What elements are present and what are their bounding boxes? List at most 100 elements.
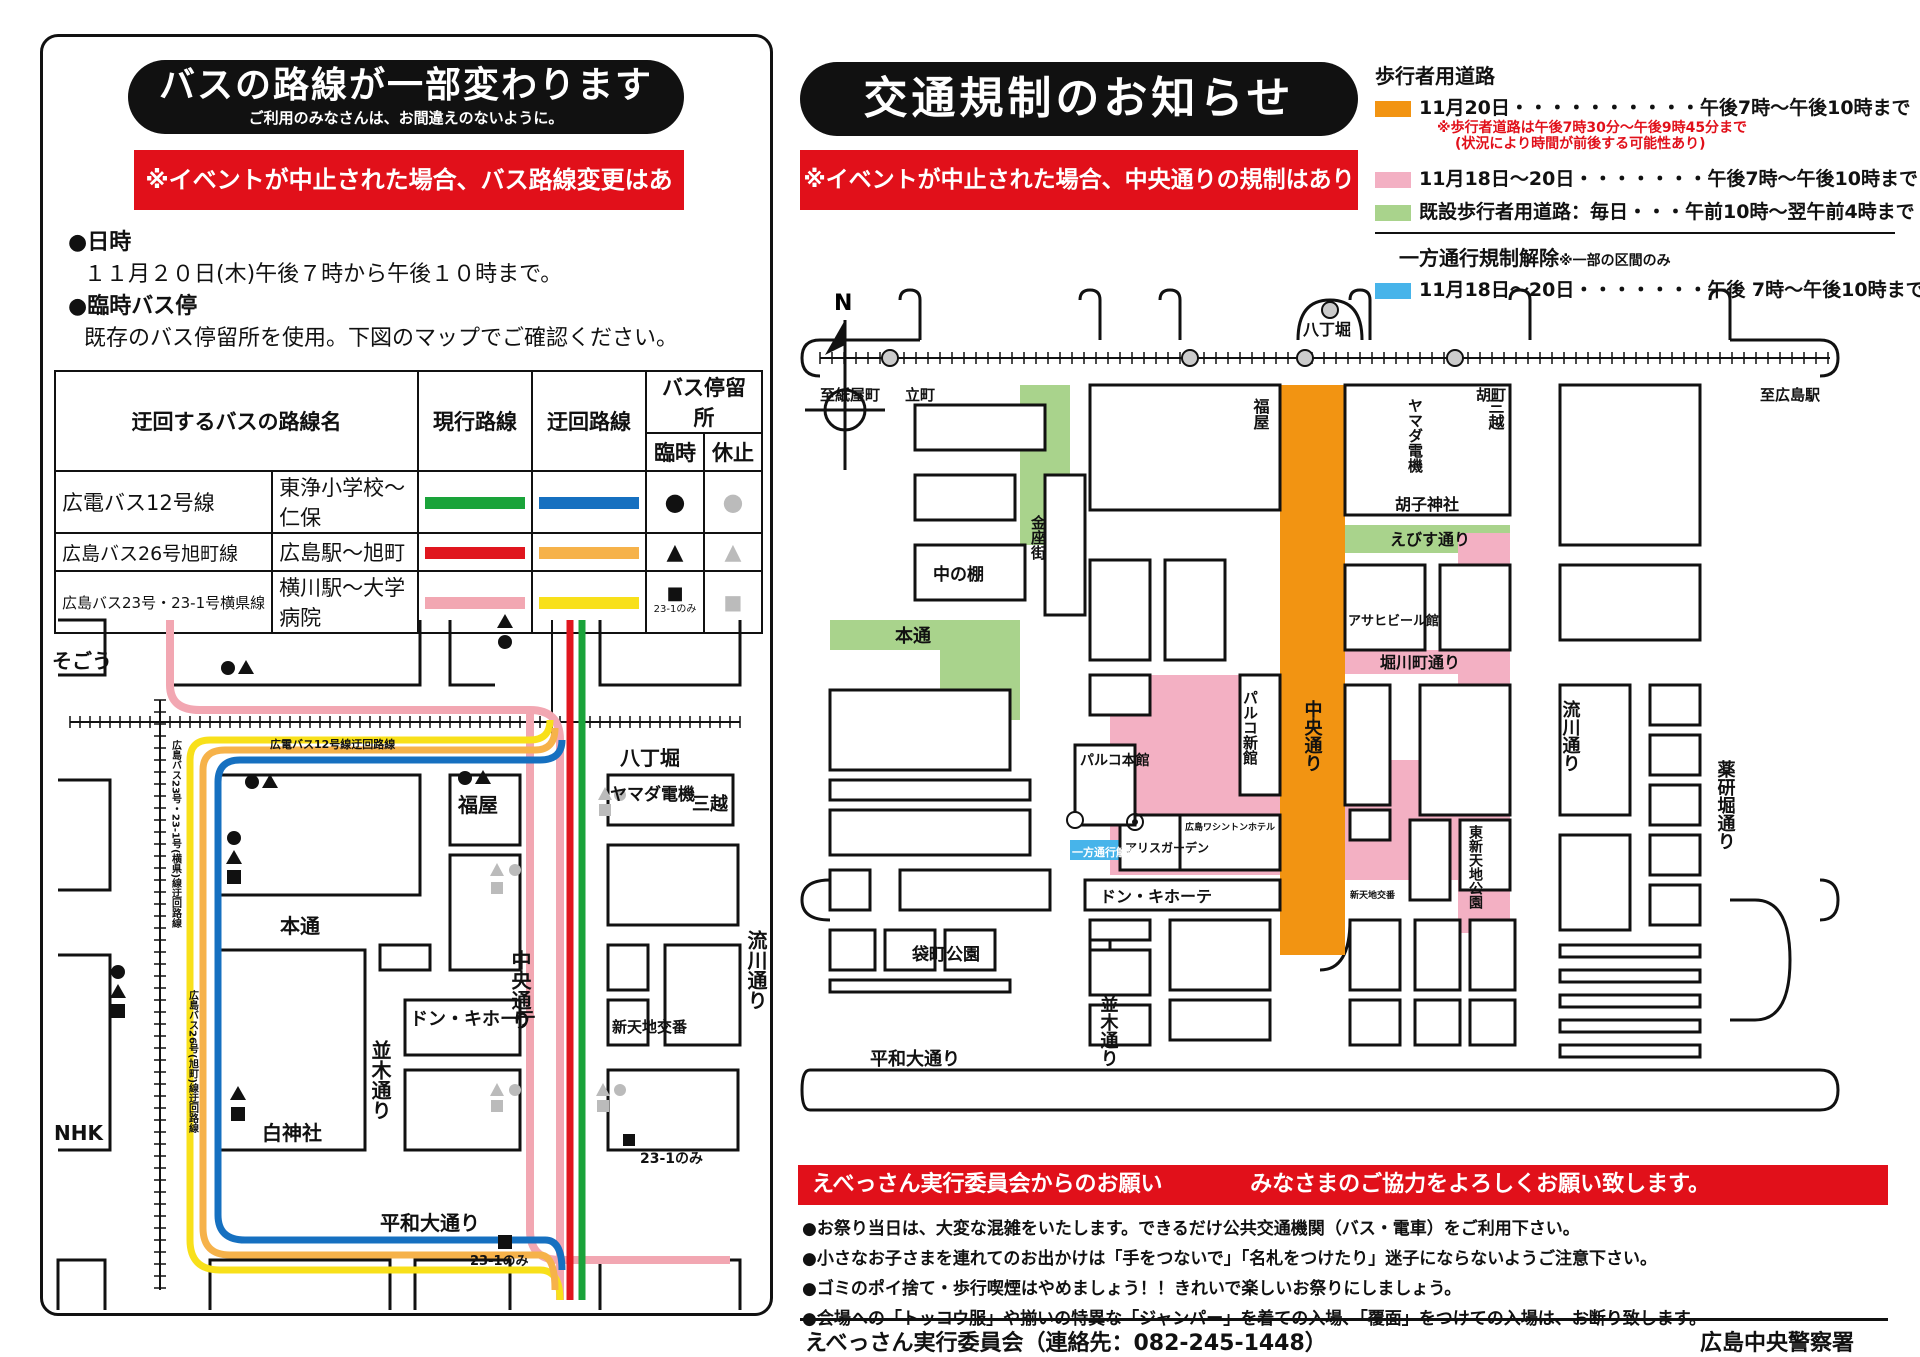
map-block bbox=[1088, 558, 1152, 662]
map-label-hondori: 本通 bbox=[895, 625, 931, 647]
chuo-dori-pedestrian-road bbox=[1280, 385, 1345, 955]
closed-stop-square-icon bbox=[599, 804, 611, 816]
map-block bbox=[913, 543, 1027, 602]
route-23-detour bbox=[186, 719, 564, 1301]
legend-text: 11月18日～20日・・・・・・・午後7時～午後10時まで bbox=[1419, 168, 1918, 190]
map-label-washington: 広島ワシントンホテル bbox=[1185, 821, 1275, 833]
bus-subtitle: ご利用のみなさんは、お間違えのないように。 bbox=[248, 109, 564, 127]
map-label-mitsukoshi: 三越 bbox=[1486, 398, 1506, 431]
map-block bbox=[1088, 918, 1152, 942]
map-block bbox=[828, 778, 1032, 802]
route-line: 広電バス12号線 bbox=[53, 470, 274, 534]
legend-oneway-heading: 一方通行規制解除※一部の区間のみ bbox=[1375, 242, 1895, 271]
map-label-mitsukoshi: 三越 bbox=[692, 793, 729, 815]
oneway-note: ※一部の区間のみ bbox=[1559, 253, 1671, 269]
map-label-yamada: ヤマダ電機 bbox=[1406, 398, 1424, 474]
bus-route-panel bbox=[40, 34, 773, 1316]
table-row: 広島バス23号・23-1号横県線 横川駅～大学病院 ■ 23-1のみ ■ bbox=[53, 570, 763, 634]
map-block bbox=[1168, 918, 1272, 992]
map-road bbox=[898, 288, 922, 340]
map-block bbox=[1088, 673, 1152, 717]
map-road bbox=[1158, 288, 1182, 340]
footer-police: 広島中央警察署 bbox=[1700, 1331, 1855, 1356]
map-block bbox=[943, 928, 997, 972]
map-road bbox=[1730, 338, 1840, 378]
map-label-nhk: NHK bbox=[54, 1121, 104, 1145]
map-block bbox=[1348, 918, 1402, 992]
map-road bbox=[1708, 288, 1732, 340]
legend-text: 11月18日～20日・・・・・・・午後 7時～午後10時まで bbox=[1419, 279, 1920, 301]
map-block bbox=[1558, 1018, 1702, 1034]
legend-heading: 歩行者用道路 bbox=[1375, 64, 1495, 88]
temp-stop-circle-icon bbox=[221, 661, 235, 675]
map-label-nagarekawa: 流川通り bbox=[1560, 699, 1582, 772]
map-label-namiki: 並木通り bbox=[368, 1039, 392, 1120]
closed-stop-square-icon bbox=[491, 882, 503, 894]
detour-line-swatch bbox=[539, 547, 639, 559]
traffic-regulation-map: N bbox=[800, 288, 1840, 1112]
map-label-kinza: 金座街 bbox=[1029, 514, 1047, 561]
map-label-route23: 広島バス23号・23-1号(横県)線迂回路線 bbox=[170, 739, 182, 929]
map-block bbox=[606, 943, 650, 992]
route-12-detour bbox=[214, 739, 566, 1271]
map-block bbox=[208, 1258, 392, 1310]
map-block bbox=[1413, 998, 1462, 1047]
bus-title-banner: バスの路線が一部変わります ご利用のみなさんは、お間違えのないように。 bbox=[128, 60, 684, 134]
map-block bbox=[1083, 878, 1282, 912]
bus-detour-map: そごう NHK 八丁堀 福屋 ヤマダ電機 三越 本通 白神社 平和大通り ドン・… bbox=[52, 614, 768, 1310]
tram-ticks bbox=[69, 699, 741, 1289]
map-road bbox=[800, 878, 831, 922]
request-bar-left: えべっさん実行委員会からのお願い bbox=[812, 1172, 1163, 1197]
map-label-oneway-lift: 一方通行解除 bbox=[1072, 845, 1139, 859]
legend-item: 11月18日～20日・・・・・・・午後7時～午後10時まで bbox=[1375, 164, 1918, 191]
closed-stop-square-icon bbox=[597, 1100, 609, 1112]
map-label-hacchobori: 八丁堀 bbox=[620, 746, 680, 770]
legend-swatch-blue bbox=[1375, 282, 1411, 299]
map-label-shintenchi-koban: 新天地交番 bbox=[1350, 889, 1396, 901]
map-label-only231b: 23-1のみ bbox=[470, 1254, 529, 1269]
legend-item: 11月18日～20日・・・・・・・午後 7時～午後10時まで bbox=[1375, 275, 1920, 302]
map-label-ebisu-dori: えびす通り bbox=[1390, 530, 1470, 549]
map-block bbox=[1408, 818, 1452, 902]
request-bar: えべっさん実行委員会からのお願い みなさまのご協力をよろしくお願い致します。 bbox=[798, 1165, 1888, 1205]
map-block bbox=[1648, 783, 1702, 827]
map-label-fukuro: 袋町公園 bbox=[911, 944, 980, 965]
map-label-chuo: 中央通り bbox=[1302, 699, 1323, 772]
footer-divider bbox=[800, 1318, 1888, 1321]
legend-text: 既設歩行者用道路：毎日・・・午前10時～翌午前4時まで bbox=[1419, 201, 1915, 223]
map-label-asahi: アサヒビール館 bbox=[1348, 613, 1439, 629]
th-closed: 休止 bbox=[703, 432, 763, 472]
temp-stop-square-icon: ■ bbox=[666, 583, 684, 604]
temp-stop-triangle-icon: ▲ bbox=[645, 532, 705, 572]
map-block bbox=[58, 778, 112, 892]
map-block bbox=[1558, 563, 1702, 642]
closed-stop-circle-icon bbox=[614, 789, 626, 801]
map-block bbox=[1343, 383, 1512, 517]
compass-icon: N bbox=[805, 291, 885, 470]
map-block bbox=[598, 1258, 742, 1310]
map-label-parco-main: パルコ本館 bbox=[1080, 752, 1150, 769]
map-label-ebisucho: 胡町 bbox=[1476, 386, 1506, 404]
map-block bbox=[663, 943, 742, 1047]
map-block bbox=[1238, 673, 1282, 797]
detour-line-swatch bbox=[539, 597, 639, 609]
map-block bbox=[598, 620, 742, 687]
map-label-alice: アリスガーデン bbox=[1125, 840, 1209, 855]
map-label-heiwa: 平和大通り bbox=[870, 1048, 960, 1070]
bus-stop-heading: ●臨時バス停 bbox=[68, 294, 198, 319]
fountain-icon bbox=[1066, 811, 1084, 829]
temp-stop-square-icon bbox=[498, 1235, 512, 1249]
legend-item: 既設歩行者用道路：毎日・・・午前10時～翌午前4時まで bbox=[1375, 197, 1915, 234]
map-label-chuo: 中央通り bbox=[508, 949, 532, 1030]
map-label-donki: ドン・キホーテ bbox=[1100, 887, 1212, 906]
temp-stop-triangle-icon bbox=[110, 984, 126, 998]
temp-stop-circle-icon bbox=[498, 635, 512, 649]
temp-stop-triangle-icon bbox=[497, 614, 513, 628]
map-block bbox=[403, 1068, 522, 1152]
current-line-swatch bbox=[425, 547, 525, 559]
map-label-sogo: そごう bbox=[52, 649, 112, 673]
current-line-swatch bbox=[425, 597, 525, 609]
legend-item: 11月20日・・・・・・・・・・午後7時～午後10時まで bbox=[1375, 93, 1911, 120]
closed-stop-triangle-icon bbox=[490, 1083, 504, 1096]
map-block bbox=[1558, 833, 1632, 932]
